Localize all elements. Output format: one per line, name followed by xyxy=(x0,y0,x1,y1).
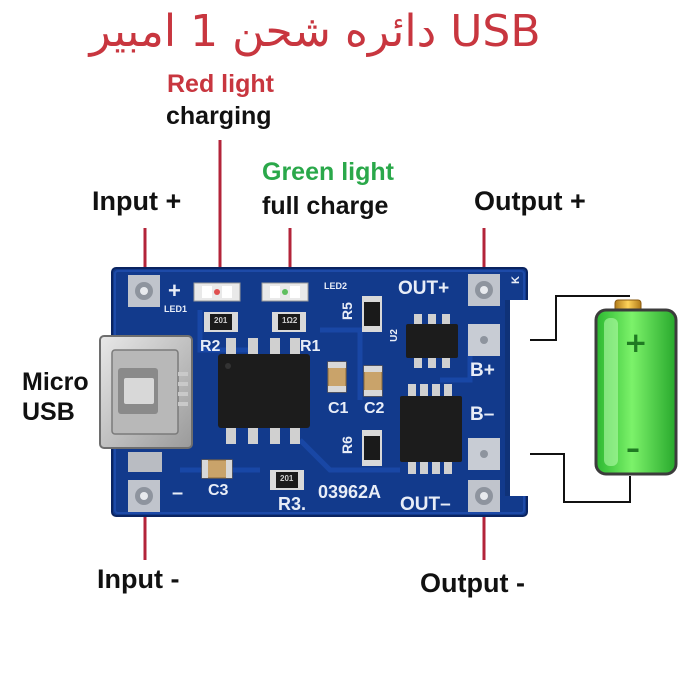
led2 xyxy=(261,282,309,302)
pcb-b-minus: B– xyxy=(470,404,495,425)
pcb-r1: R1 xyxy=(300,338,321,355)
pcb-minus-sign: – xyxy=(172,482,184,504)
pcb-led1: LED1 xyxy=(164,304,188,314)
capacitor-c1 xyxy=(327,361,347,393)
ic-mosfet xyxy=(400,384,462,474)
full-charge-label: full charge xyxy=(262,192,389,220)
pcb-b-plus: B+ xyxy=(470,360,495,381)
led1 xyxy=(193,282,241,302)
pcb-c1: C1 xyxy=(328,400,349,417)
battery-plus-sign: + xyxy=(624,326,648,359)
pcb-board-id: 03962A xyxy=(318,482,382,502)
pcb-plus-sign: + xyxy=(168,278,181,303)
pcb-r5: R5 xyxy=(338,302,355,320)
battery-minus-sign: – xyxy=(626,432,640,465)
resistor-r3 xyxy=(270,470,304,490)
green-light-label: Green light xyxy=(262,158,394,186)
output-minus-label: Output - xyxy=(420,568,525,598)
pcb-r2-code: 201 xyxy=(214,316,228,325)
resistor-r6 xyxy=(362,430,382,466)
pcb-out-minus: OUT– xyxy=(400,494,451,515)
ic-u2 xyxy=(406,314,458,368)
micro-label: Micro xyxy=(22,368,89,396)
pcb-led2: LED2 xyxy=(324,281,348,291)
input-plus-label: Input + xyxy=(92,186,182,216)
pcb-r1-code: 1Ω2 xyxy=(282,316,298,325)
pcb-r3: R3. xyxy=(278,494,307,514)
output-plus-label: Output + xyxy=(474,186,586,216)
page-title: دائره شحن 1 امبير USB xyxy=(89,6,541,57)
battery-graphic xyxy=(594,299,678,476)
pad-input-plus xyxy=(128,275,160,307)
capacitor-c3 xyxy=(201,459,233,479)
resistor-r1 xyxy=(272,312,306,332)
pcb-r3-code: 201 xyxy=(280,474,294,483)
capacitor-c2 xyxy=(363,365,383,397)
pad-input-minus xyxy=(128,480,160,512)
usb-label: USB xyxy=(22,398,75,426)
pcb-c3: C3 xyxy=(208,482,229,499)
pad-b-plus xyxy=(468,324,500,356)
pad-out-plus xyxy=(468,274,500,306)
pcb-u2: U2 xyxy=(388,329,400,342)
pad-out-minus xyxy=(468,480,500,512)
pcb-r2: R2 xyxy=(200,338,221,355)
pcb-k-mark: K xyxy=(509,276,522,284)
resistor-r2 xyxy=(204,312,238,332)
pcb-r6: R6 xyxy=(338,436,355,454)
charging-label: charging xyxy=(166,102,272,130)
pcb-out-plus: OUT+ xyxy=(398,278,450,299)
input-minus-label: Input - xyxy=(97,564,180,594)
pad-b-minus xyxy=(468,438,500,470)
micro-usb-connector xyxy=(99,335,193,472)
resistor-r5 xyxy=(362,296,382,332)
ic-tp4056 xyxy=(218,338,310,444)
pcb-c2: C2 xyxy=(364,400,385,417)
red-light-label: Red light xyxy=(167,70,274,98)
